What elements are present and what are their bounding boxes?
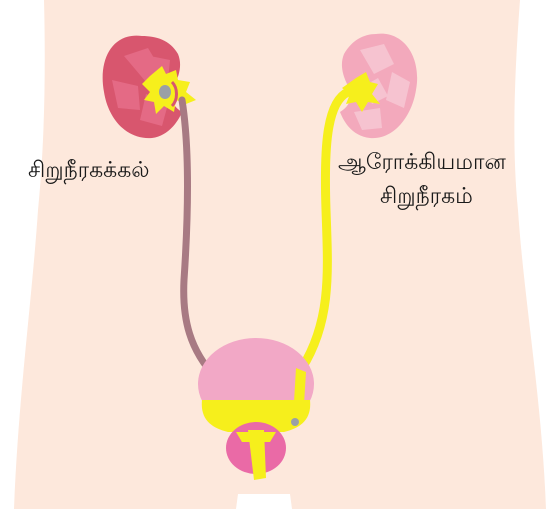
kidney-stone-label: சிறுநீரகக்கல் — [28, 156, 150, 186]
kidney-stone — [159, 85, 171, 99]
bladder-stone — [291, 418, 299, 426]
bladder — [198, 338, 314, 432]
healthy-kidney-label-line2: சிறுநீரகம் — [380, 182, 473, 212]
leg-gap — [236, 494, 292, 509]
healthy-kidney-label-line1: ஆரோக்கியமான — [338, 148, 506, 178]
